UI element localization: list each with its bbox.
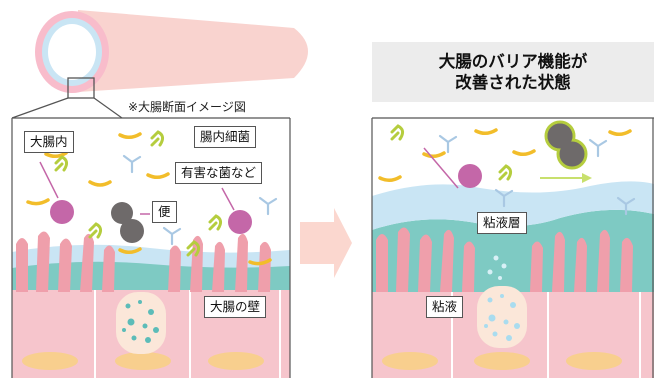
tube-lumen bbox=[48, 24, 96, 80]
title-line-2: 改善された状態 bbox=[455, 73, 571, 92]
good-bacteria-arcs bbox=[378, 128, 632, 182]
secreted-mucus-dots bbox=[487, 255, 507, 280]
villi bbox=[16, 231, 271, 292]
improved-state-title: 大腸のバリア機能が 改善された状態 bbox=[372, 42, 654, 102]
cell-nucleus bbox=[566, 352, 622, 370]
zoom-line-right bbox=[93, 97, 123, 119]
thick-outer-mucus bbox=[372, 181, 654, 230]
villi bbox=[376, 227, 633, 292]
label-intestinal-bacteria: 腸内細菌 bbox=[194, 126, 257, 148]
stool-blob bbox=[111, 202, 133, 224]
right-panel bbox=[372, 120, 654, 378]
label-stool: 便 bbox=[152, 201, 177, 223]
zoom-line-left bbox=[11, 97, 69, 119]
label-mucus-layer: 粘液層 bbox=[477, 212, 527, 234]
mucus-granules bbox=[484, 294, 520, 341]
cell-borders bbox=[94, 290, 281, 378]
intestinal-bacteria-symbols bbox=[54, 130, 223, 257]
title-line-1: 大腸のバリア機能が bbox=[438, 52, 588, 71]
intestine-tube-body bbox=[78, 10, 308, 92]
zoom-indicator-box bbox=[67, 77, 95, 99]
intestinal-bacteria-symbols bbox=[390, 124, 513, 181]
mucus-granules bbox=[122, 300, 159, 343]
label-harmful-bacteria: 有害な菌など bbox=[175, 162, 263, 184]
pointer-line bbox=[423, 147, 459, 189]
cell-nucleus bbox=[115, 352, 171, 370]
y-shaped-proteins bbox=[122, 154, 278, 246]
left-panel bbox=[12, 130, 290, 378]
transition-arrow bbox=[300, 208, 352, 278]
label-large-intestine-inside: 大腸内 bbox=[24, 131, 74, 153]
good-bacteria-arcs bbox=[26, 132, 272, 266]
intestine-tube-illustration bbox=[11, 10, 308, 119]
cell-nucleus bbox=[474, 352, 530, 370]
harmful-bacteria-circle bbox=[458, 164, 482, 188]
label-intestinal-wall: 大腸の壁 bbox=[204, 296, 267, 318]
cell-nucleus bbox=[382, 352, 438, 370]
y-shaped-proteins bbox=[438, 134, 636, 216]
movement-arrow-head bbox=[582, 173, 592, 183]
stool-blob bbox=[120, 219, 144, 243]
pointer-lines bbox=[39, 161, 235, 215]
label-mucus: 粘液 bbox=[426, 296, 464, 318]
harmful-bacteria-circle bbox=[228, 210, 252, 234]
stool-blob-inner bbox=[547, 123, 573, 149]
cell-nucleus bbox=[208, 352, 264, 370]
cross-section-note: ※大腸断面イメージ図 bbox=[128, 100, 246, 114]
cell-nucleus bbox=[22, 352, 78, 370]
harmful-bacteria-circle bbox=[50, 200, 74, 224]
